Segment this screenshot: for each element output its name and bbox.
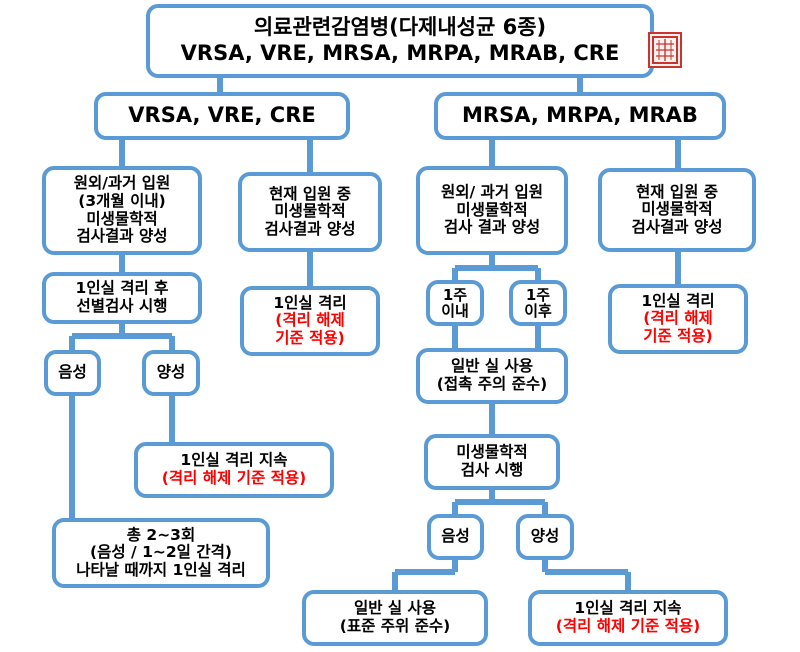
- node-root[interactable]: 의료관련감염병(다제내성균 6종) VRSA, VRE, MRSA, MRPA,…: [146, 4, 654, 78]
- official-red-seal-icon: [648, 32, 682, 68]
- node-right-general-room-contact-line-1: 일반 실 사용: [450, 357, 534, 376]
- node-left-isolation-release[interactable]: 1인실 격리 (격리 해제 기준 적용): [240, 286, 380, 356]
- node-branch-right-label: MRSA, MRPA, MRAB: [462, 103, 698, 128]
- node-left-outside-admission-line-2: (3개월 이내): [78, 191, 166, 210]
- node-right-current-admission-line-1: 현재 입원 중: [635, 182, 719, 201]
- node-root-line-2: VRSA, VRE, MRSA, MRPA, MRAB, CRE: [180, 41, 620, 65]
- node-left-result-positive-label: 양성: [156, 363, 186, 382]
- node-right-general-room-contact[interactable]: 일반 실 사용 (접촉 주의 준수): [416, 348, 568, 404]
- node-right-result-positive[interactable]: 양성: [516, 514, 574, 560]
- node-left-current-admission-line-1: 현재 입원 중: [268, 184, 352, 203]
- node-right-outside-admission-line-1: 원외/ 과거 입원: [440, 183, 543, 202]
- node-right-current-admission[interactable]: 현재 입원 중 미생물학적 검사결과 양성: [598, 168, 756, 252]
- node-left-keep-isolation[interactable]: 1인실 격리 지속 (격리 해제 기준 적용): [134, 442, 334, 498]
- node-left-isolate-and-screen-line-2: 선별검사 시행: [76, 297, 168, 315]
- node-left-repeat-tests-line-2: (음성 / 1~2일 간격): [90, 543, 232, 562]
- node-branch-left-label: VRSA, VRE, CRE: [128, 103, 316, 128]
- node-right-keep-isolation[interactable]: 1인실 격리 지속 (격리 해제 기준 적용): [528, 590, 728, 646]
- node-right-outside-admission-line-2: 미생물학적: [456, 200, 528, 219]
- node-right-general-room-standard-line-2: (표준 주위 준수): [339, 617, 451, 635]
- node-right-micro-test-line-1: 미생물학적: [456, 443, 528, 462]
- node-right-result-negative[interactable]: 음성: [427, 514, 484, 560]
- node-right-isolation-release[interactable]: 1인실 격리 (격리 해제 기준 적용): [608, 284, 748, 354]
- node-right-isolation-release-line-1: 1인실 격리: [641, 291, 715, 310]
- node-left-isolation-release-line-1: 1인실 격리: [273, 293, 347, 312]
- node-right-outside-admission[interactable]: 원외/ 과거 입원 미생물학적 검사 결과 양성: [416, 166, 568, 255]
- node-left-isolate-and-screen-line-1: 1인실 격리 후: [75, 279, 169, 298]
- node-left-outside-admission-line-1: 원외/과거 입원: [73, 174, 171, 193]
- node-left-keep-isolation-line-2: (격리 해제 기준 적용): [161, 469, 307, 487]
- node-left-repeat-tests-line-3: 나타날 때까지 1인실 격리: [76, 560, 246, 579]
- node-right-result-positive-label: 양성: [530, 527, 560, 546]
- node-right-after-one-week-line-2: 이후: [524, 302, 552, 320]
- node-right-within-one-week-line-2: 이내: [441, 302, 469, 320]
- node-left-result-negative[interactable]: 음성: [44, 350, 101, 396]
- node-left-result-negative-label: 음성: [58, 363, 87, 382]
- node-left-outside-admission[interactable]: 원외/과거 입원 (3개월 이내) 미생물학적 검사결과 양성: [42, 166, 202, 255]
- node-left-repeat-tests[interactable]: 총 2~3회 (음성 / 1~2일 간격) 나타날 때까지 1인실 격리: [52, 518, 270, 588]
- node-right-after-one-week[interactable]: 1주 이후: [509, 280, 567, 326]
- node-left-isolate-and-screen[interactable]: 1인실 격리 후 선별검사 시행: [42, 272, 202, 324]
- node-right-after-one-week-line-1: 1주: [525, 285, 551, 304]
- node-left-isolation-release-line-3: 기준 적용): [275, 328, 345, 347]
- node-left-current-admission-line-2: 미생물학적: [274, 202, 346, 221]
- node-right-isolation-release-line-3: 기준 적용): [643, 326, 713, 345]
- node-branch-right[interactable]: MRSA, MRPA, MRAB: [434, 92, 726, 140]
- node-right-current-admission-line-3: 검사결과 양성: [631, 217, 723, 236]
- node-right-result-negative-label: 음성: [441, 527, 470, 546]
- node-right-general-room-contact-line-2: (접촉 주의 준수): [436, 375, 548, 393]
- node-right-outside-admission-line-3: 검사 결과 양성: [443, 218, 541, 237]
- node-left-outside-admission-line-4: 검사결과 양성: [76, 227, 168, 246]
- node-root-line-1: 의료관련감염병(다제내성균 6종): [253, 15, 547, 40]
- node-left-current-admission-line-3: 검사결과 양성: [264, 219, 356, 238]
- node-right-current-admission-line-2: 미생물학적: [641, 200, 713, 219]
- node-left-current-admission[interactable]: 현재 입원 중 미생물학적 검사결과 양성: [238, 172, 382, 252]
- node-right-general-room-standard-line-1: 일반 실 사용: [353, 599, 437, 618]
- node-right-keep-isolation-line-1: 1인실 격리 지속: [574, 599, 682, 618]
- node-left-isolation-release-line-2: (격리 해제: [275, 311, 345, 330]
- node-branch-left[interactable]: VRSA, VRE, CRE: [94, 92, 350, 140]
- node-right-isolation-release-line-2: (격리 해제: [643, 309, 713, 328]
- node-right-within-one-week-line-1: 1주: [442, 285, 468, 304]
- node-left-outside-admission-line-3: 미생물학적: [86, 209, 158, 228]
- node-right-general-room-standard[interactable]: 일반 실 사용 (표준 주위 준수): [302, 590, 488, 646]
- node-left-result-positive[interactable]: 양성: [142, 350, 200, 396]
- node-right-micro-test-line-2: 검사 시행: [460, 461, 524, 479]
- node-left-repeat-tests-line-1: 총 2~3회: [126, 525, 196, 544]
- node-right-keep-isolation-line-2: (격리 해제 기준 적용): [555, 617, 701, 635]
- node-left-keep-isolation-line-1: 1인실 격리 지속: [180, 451, 288, 470]
- node-right-within-one-week[interactable]: 1주 이내: [426, 280, 484, 326]
- node-right-micro-test[interactable]: 미생물학적 검사 시행: [424, 434, 560, 490]
